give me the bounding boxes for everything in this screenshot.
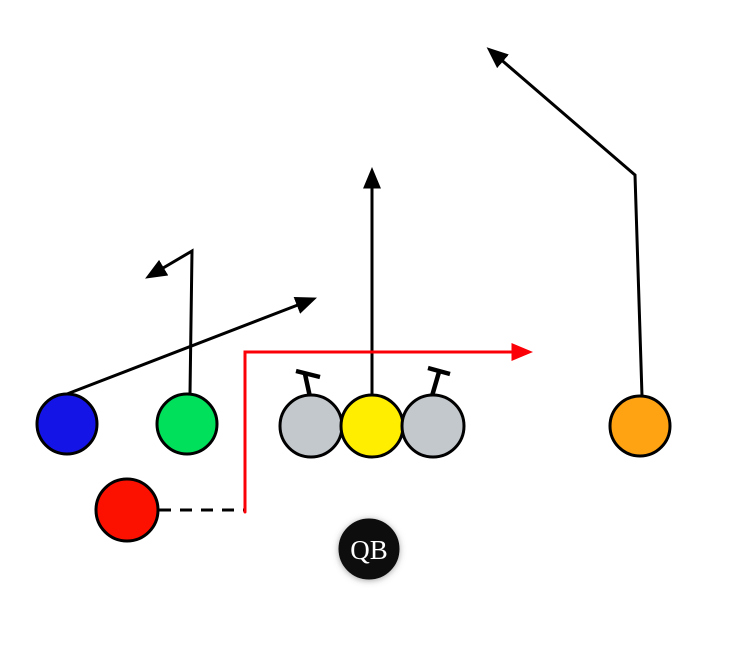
player-red-running-back[interactable]: [94, 477, 160, 543]
player-circle-orange-receiver[interactable]: [608, 394, 672, 458]
player-circle-green-receiver[interactable]: [155, 392, 219, 456]
player-circle-left-guard[interactable]: [278, 393, 344, 459]
right-guard-block-mark-stem: [429, 371, 442, 397]
blocking-marks-layer: [295, 365, 451, 398]
right-guard-block-mark: [427, 365, 451, 397]
players-layer: QB: [35, 392, 672, 580]
right-guard-block-mark-bar: [427, 365, 451, 377]
player-green-receiver[interactable]: [155, 392, 219, 456]
green-receiver-route: [145, 248, 194, 396]
player-circle-red-running-back[interactable]: [94, 477, 160, 543]
player-left-guard[interactable]: [278, 393, 344, 459]
orange-receiver-route: [486, 47, 644, 398]
player-circle-quarterback[interactable]: [338, 518, 400, 580]
player-circle-right-guard[interactable]: [400, 393, 466, 459]
red-back-route: [243, 343, 533, 514]
routes-layer: [65, 47, 644, 514]
player-quarterback[interactable]: QB: [338, 518, 400, 580]
player-right-guard[interactable]: [400, 393, 466, 459]
left-guard-block-mark-bar: [295, 368, 321, 380]
left-guard-block-mark-stem: [302, 373, 313, 398]
player-circle-center[interactable]: [339, 393, 405, 459]
player-orange-receiver[interactable]: [608, 394, 672, 458]
player-label-quarterback: QB: [350, 535, 388, 565]
player-blue-receiver[interactable]: [35, 392, 99, 456]
left-guard-block-mark: [295, 368, 321, 398]
player-circle-blue-receiver[interactable]: [35, 392, 99, 456]
player-center[interactable]: [339, 393, 405, 459]
blue-receiver-route: [65, 296, 317, 396]
